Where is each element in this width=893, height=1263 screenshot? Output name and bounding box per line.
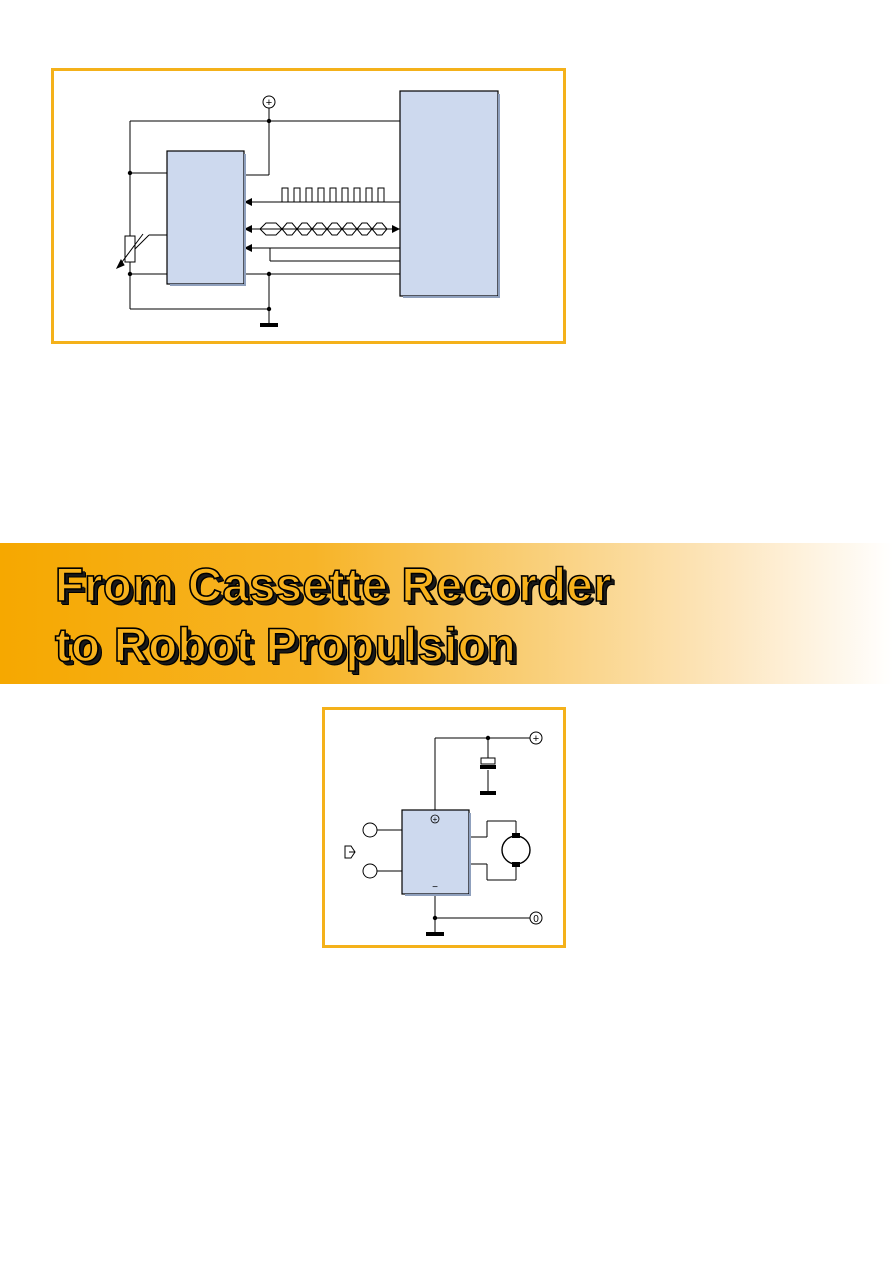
section-banner bbox=[0, 543, 893, 684]
ground-zero-label: 0 bbox=[533, 914, 539, 925]
ic-plus-label: + bbox=[433, 815, 438, 824]
clock-waveform bbox=[276, 187, 390, 203]
capacitor bbox=[480, 757, 496, 765]
supply-terminal-2 bbox=[529, 731, 543, 745]
potentiometer bbox=[124, 235, 136, 263]
motor-driver-ic bbox=[401, 809, 470, 895]
schematic-1-drawing: + bbox=[115, 90, 500, 327]
ground-symbol bbox=[260, 323, 278, 327]
banner-title-line-1: From Cassette Recorder bbox=[54, 557, 612, 612]
junction-dots bbox=[127, 118, 272, 312]
junction-dots-2 bbox=[432, 735, 491, 921]
input-terminal-a bbox=[362, 822, 378, 838]
supply-plus-label-2: + bbox=[533, 733, 539, 745]
ground-terminal bbox=[529, 911, 543, 925]
sensor-ic-block bbox=[166, 150, 245, 285]
schematic-figure-1: + bbox=[51, 68, 566, 344]
ground-symbol-2 bbox=[426, 932, 444, 936]
data-waveform bbox=[259, 222, 388, 236]
ic-minus-label: − bbox=[432, 882, 438, 893]
schematic-2-drawing: + 0 + − bbox=[344, 731, 543, 936]
dc-motor bbox=[501, 835, 531, 865]
schematic-figure-2: + 0 + − bbox=[322, 707, 566, 948]
microcontroller-block bbox=[399, 90, 499, 297]
banner-title-line-2: to Robot Propulsion bbox=[54, 617, 517, 672]
supply-plus-label: + bbox=[266, 97, 272, 109]
input-terminal-b bbox=[362, 863, 378, 879]
